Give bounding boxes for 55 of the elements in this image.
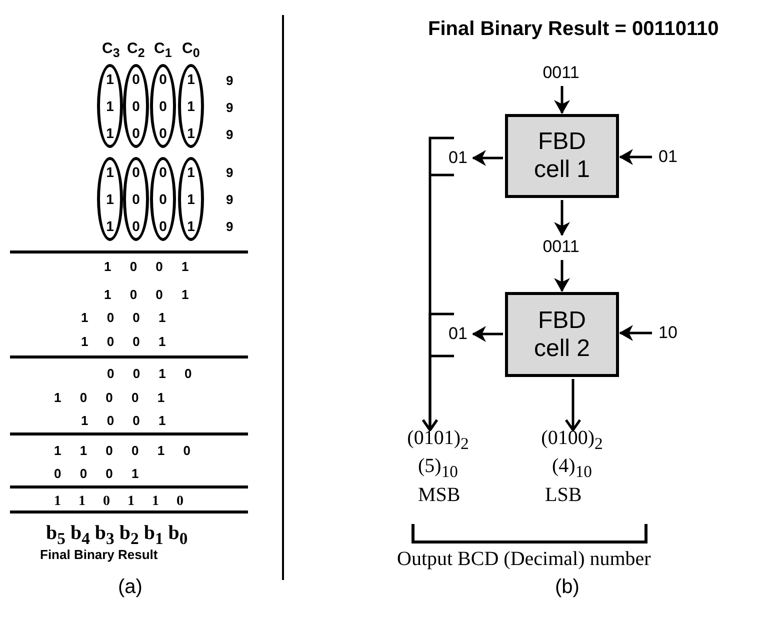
arrow <box>554 260 570 292</box>
column-label: C$_{3}$ <box>102 40 120 60</box>
digit-ellipse: 1 1 1 <box>178 64 204 148</box>
digit-ellipse: 0 0 0 <box>123 157 149 241</box>
row-value: 9 <box>226 73 234 88</box>
digit-ellipse: 0 0 0 <box>150 157 176 241</box>
digit-row: 1 0 0 1 <box>81 334 166 349</box>
signal-label: 01 <box>654 146 682 168</box>
arrow <box>564 379 582 432</box>
result-row: 1 1 0 1 1 0 <box>54 494 184 510</box>
signal-label: 10 <box>654 322 682 344</box>
signal-label: 0011 <box>536 236 586 258</box>
process-box: FBD cell 2 <box>505 292 619 377</box>
arrow <box>619 325 652 341</box>
panel-label: (b) <box>555 576 580 599</box>
output-tag: LSB <box>545 484 582 507</box>
digit-row: 1 0 0 1 <box>104 287 189 302</box>
row-value: 9 <box>226 100 234 115</box>
digit-ellipse: 0 0 0 <box>123 64 149 148</box>
arrow <box>619 149 652 165</box>
arrow <box>554 86 570 114</box>
panel-label: (a) <box>118 576 142 599</box>
arrow <box>422 312 454 432</box>
column-label: C$_{0}$ <box>182 40 200 60</box>
digit-ellipse: 1 1 1 <box>97 64 123 148</box>
column-label: C$_{2}$ <box>127 40 145 60</box>
digit-row: 1 1 0 0 1 0 <box>54 443 190 458</box>
digit-row: 1 0 0 1 <box>81 310 166 325</box>
digit-ellipse: 0 0 0 <box>150 64 176 148</box>
arrow <box>472 150 503 166</box>
output-caption: Output BCD (Decimal) number <box>397 548 651 571</box>
digit-row: 1 0 0 1 <box>81 413 166 428</box>
row-value: 9 <box>226 127 234 142</box>
arrow <box>472 326 503 342</box>
process-box: FBD cell 1 <box>505 114 619 198</box>
title: Final Binary Result = 00110110 <box>428 18 719 41</box>
digit-row: 1 0 0 1 <box>104 259 189 274</box>
arrow <box>554 200 570 236</box>
output-value: (0100)$_{2}$ (4)$_{10}$ <box>526 431 618 479</box>
output-tag: MSB <box>418 484 460 507</box>
signal-label: 01 <box>444 147 472 169</box>
column-label: C$_{1}$ <box>154 40 172 60</box>
digit-row: 1 0 0 0 1 <box>54 390 165 405</box>
signal-label: 0011 <box>536 62 586 84</box>
row-value: 9 <box>226 192 234 207</box>
signal-label: 01 <box>444 323 472 345</box>
row-value: 9 <box>226 165 234 180</box>
row-value: 9 <box>226 219 234 234</box>
digit-row: 0 0 0 1 <box>54 466 139 481</box>
result-caption: Final Binary Result <box>40 547 158 562</box>
digit-ellipse: 1 1 1 <box>97 157 123 241</box>
bit-label: b$_{5}$ b$_{4}$ b$_{3}$ b$_{2}$ b$_{1}$ b$_{0}$ <box>46 522 188 549</box>
digit-row: 0 0 1 0 <box>107 366 192 381</box>
digit-ellipse: 1 1 1 <box>178 157 204 241</box>
output-value: (0101)$_{2}$ (5)$_{10}$ <box>392 431 484 479</box>
